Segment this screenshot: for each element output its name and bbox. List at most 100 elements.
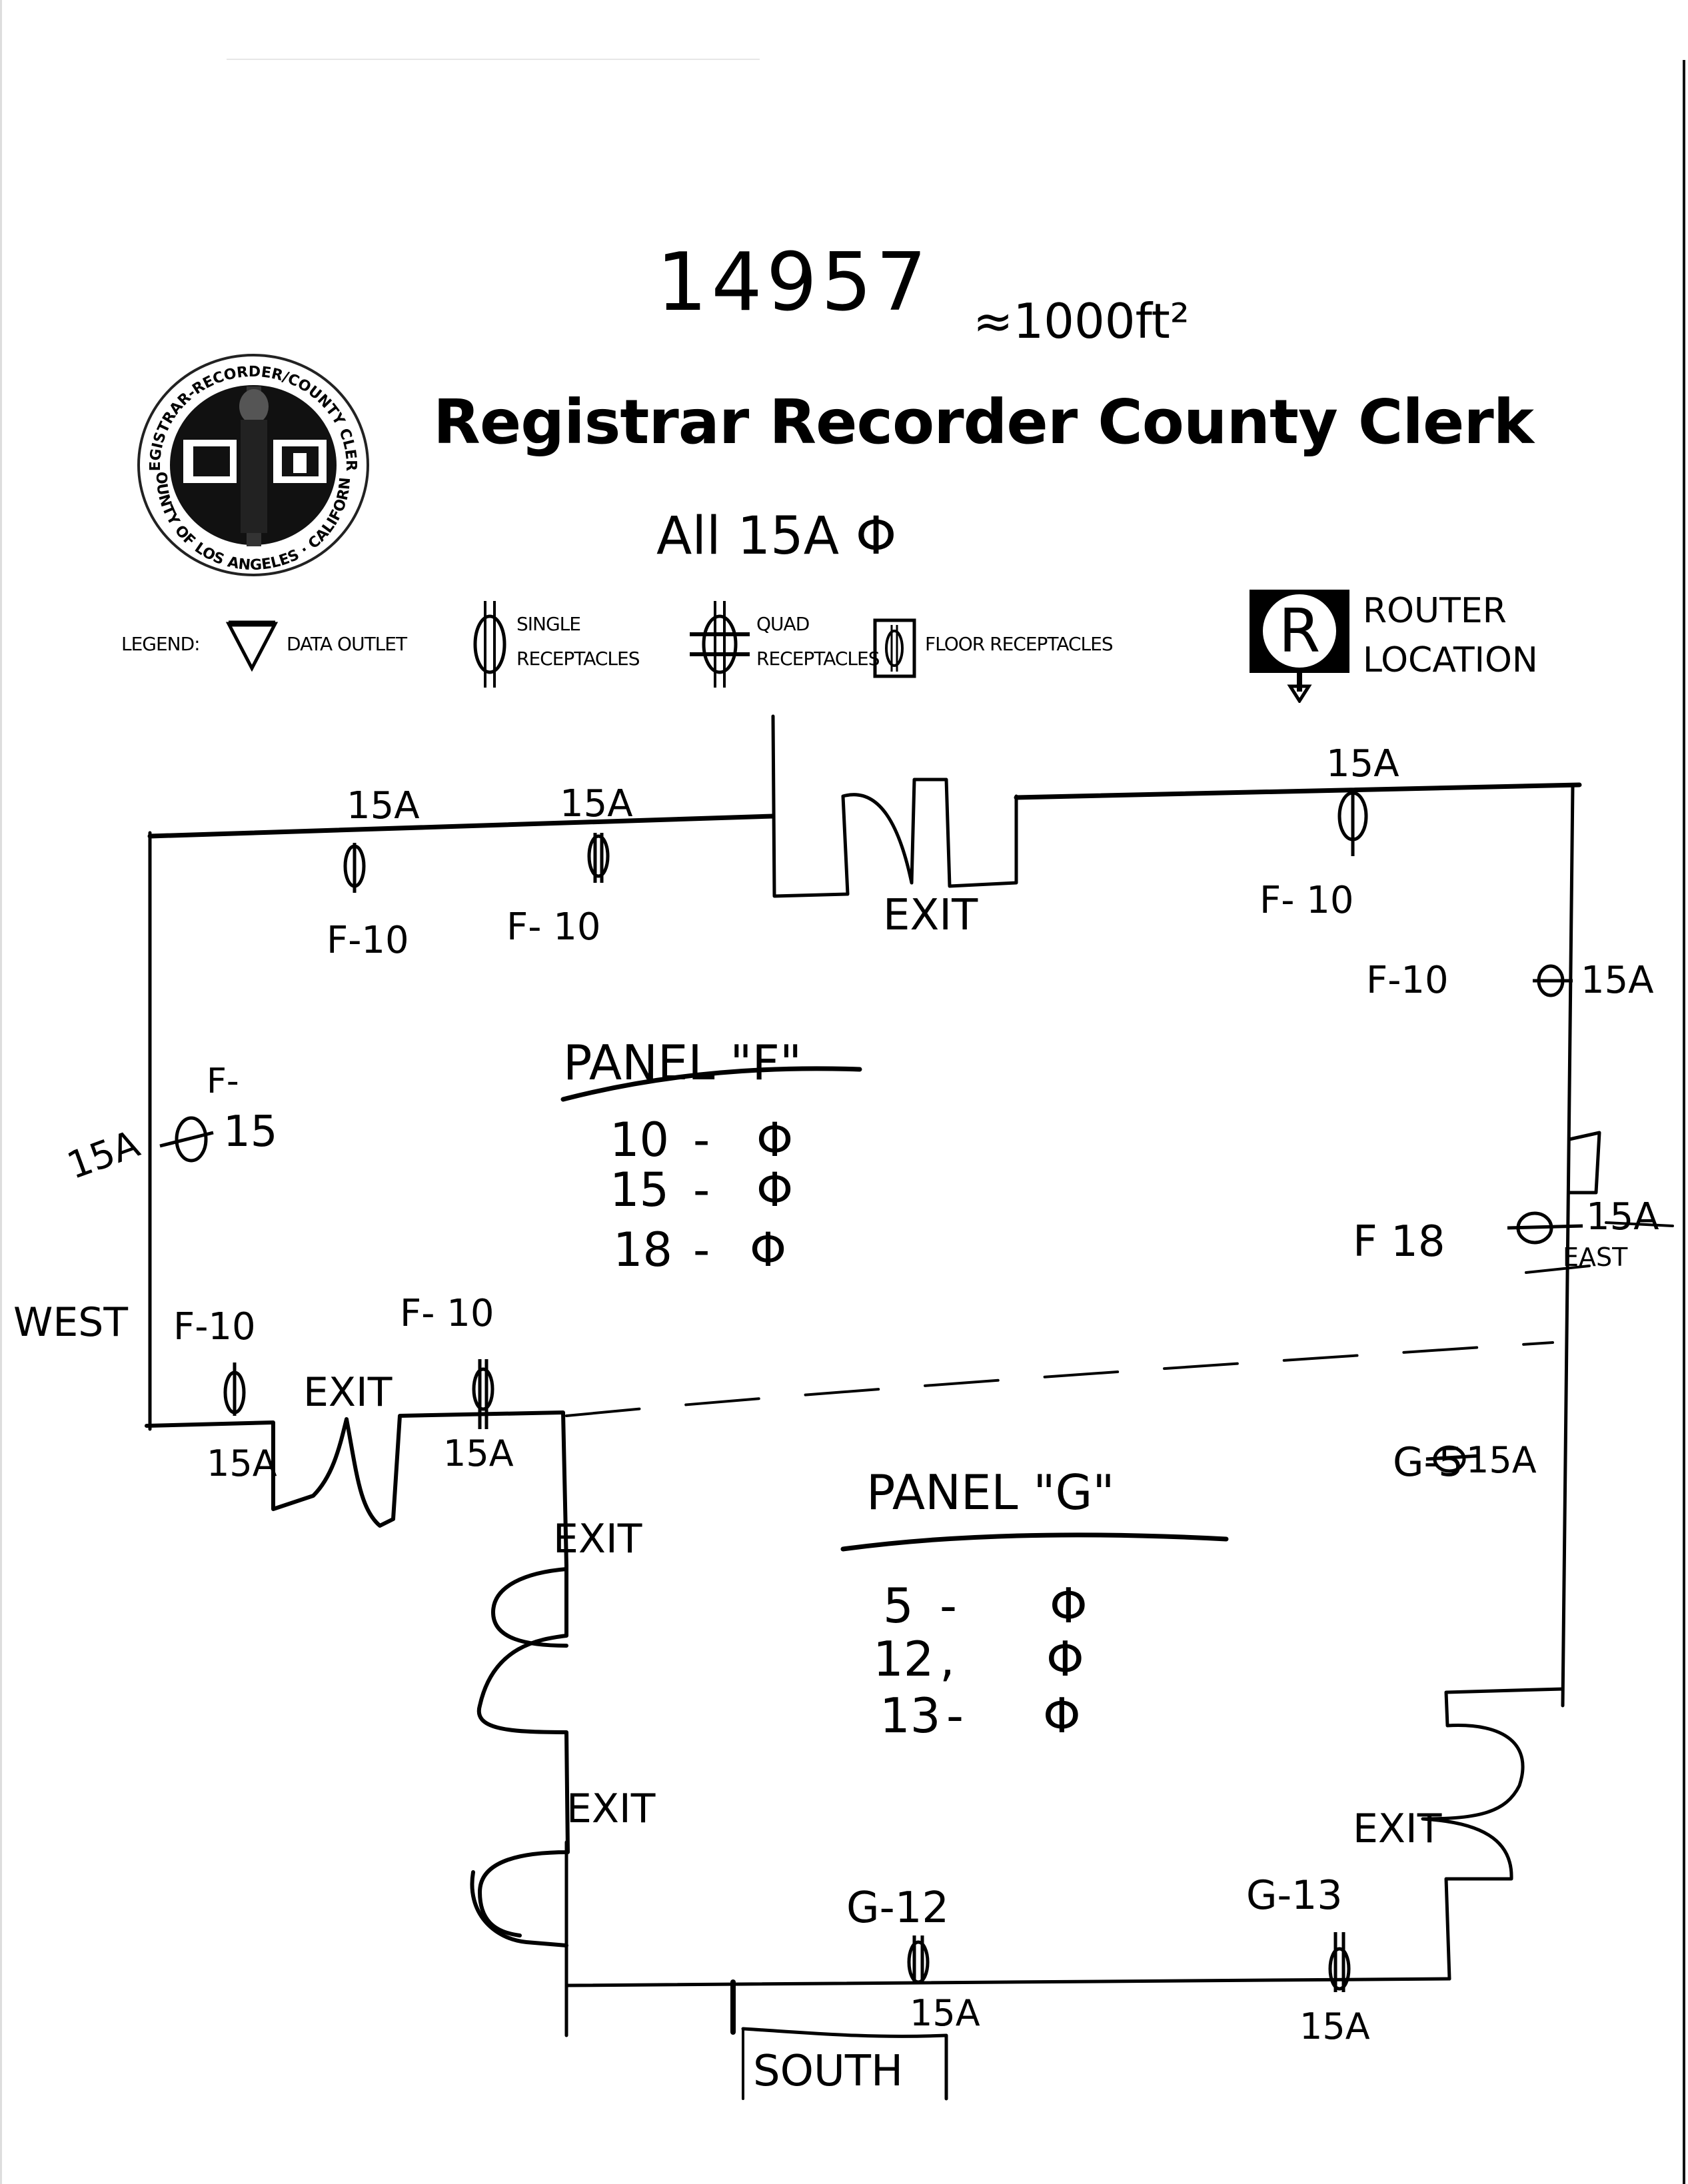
panel-g-phase-12: Φ	[1046, 1631, 1084, 1687]
amp-label-west: 15A	[62, 1123, 145, 1189]
receptacle-north-east	[1337, 790, 1368, 856]
receptacle-south-g13	[1328, 1932, 1351, 1992]
legend-quad-label-2: RECEPTACLES	[756, 648, 880, 670]
exit-west-alcove-lower	[470, 1870, 568, 1947]
exit-east-alcove	[1421, 1687, 1565, 1981]
receptacle-symbols	[159, 790, 1583, 1992]
receptacle-north-2	[587, 833, 610, 883]
circuit-label-f10-north-2: F- 10	[506, 905, 600, 949]
legend-floor-label: FLOOR RECEPTACLES	[925, 633, 1114, 655]
amp-label-east-1: 15A	[1581, 959, 1654, 1002]
exit-label-east: EXIT	[1353, 1806, 1442, 1852]
exit-label-west-upper: EXIT	[553, 1516, 642, 1562]
circuit-label-f10-south-west-2: F- 10	[400, 1292, 494, 1335]
east-amp-underline	[1605, 1221, 1674, 1227]
amp-label-east-g5: 15A	[1466, 1439, 1537, 1481]
circuit-label-f18: F 18	[1353, 1217, 1445, 1267]
circuit-label-f10-north-east: F- 10	[1260, 879, 1353, 922]
panel-f-circuit-15: 15	[610, 1163, 669, 1217]
legend-router-label-1: ROUTER	[1363, 591, 1507, 631]
circuit-label-f10-south-west-1: F-10	[173, 1305, 256, 1349]
wall-north-west	[147, 814, 776, 839]
panel-f-underline	[560, 1066, 862, 1102]
receptacle-east-g5	[1425, 1445, 1480, 1473]
panel-f-phase-15: Φ	[756, 1163, 793, 1217]
legend-single-label-1: SINGLE	[516, 613, 581, 635]
legend: LEGEND: DATA OUTLET SINGLE RECEPTACLES Q…	[113, 586, 1606, 703]
exit-label-west-lower: EXIT	[566, 1786, 656, 1832]
wall-north-east	[1014, 782, 1582, 800]
county-seal-logo: REGISTRAR-RECORDER/COUNTY CLERK COUNTY O…	[130, 346, 369, 576]
panel-g-dash: ,	[940, 1631, 955, 1687]
router-icon: R	[1250, 590, 1349, 703]
amp-label-north-1: 15A	[347, 784, 420, 827]
receptacle-south-west-2	[472, 1359, 494, 1429]
circuit-label-f10-east: F-10	[1366, 959, 1449, 1002]
panel-f-circuit-18: 18	[613, 1223, 672, 1277]
circuit-label-f15-letter: F-	[207, 1061, 239, 1101]
panel-g-dash: -	[940, 1578, 957, 1634]
direction-label-west: WEST	[13, 1299, 128, 1346]
exit-north-alcove	[771, 714, 1018, 898]
panel-boundary-line	[565, 1341, 1554, 1417]
exit-label-south-west: EXIT	[303, 1369, 393, 1416]
east-wall-marker	[1567, 1131, 1601, 1195]
handwritten-amperage-note: All 15A Φ	[656, 506, 897, 566]
amp-label-south-g12: 15A	[910, 1992, 980, 2034]
amp-label-north-east: 15A	[1326, 742, 1399, 786]
scan-edge-left	[0, 0, 2, 2184]
panel-g-circuit-5: 5	[883, 1578, 914, 1634]
legend-router-label-2: LOCATION	[1363, 640, 1538, 680]
panel-g-phase-5: Φ	[1050, 1578, 1088, 1634]
scan-artifact-line	[227, 59, 760, 60]
direction-label-east: EAST	[1563, 1243, 1628, 1272]
amp-label-south-g13: 15A	[1299, 2005, 1370, 2047]
panel-g-circuit-13: 13	[880, 1688, 941, 1744]
circuit-label-f10-north-1: F-10	[327, 919, 409, 962]
panel-g-title: PANEL "G"	[866, 1464, 1114, 1520]
panel-f-phase-10: Φ	[756, 1113, 793, 1167]
quad-receptacle-icon	[690, 601, 750, 688]
receptacle-east-f10	[1533, 964, 1573, 997]
circuit-label-g5: G-5	[1393, 1439, 1463, 1486]
amp-label-south-west-2: 15A	[443, 1432, 514, 1474]
amp-label-east-2: 15A	[1586, 1195, 1659, 1239]
panel-f-dash: -	[693, 1223, 710, 1277]
scan-edge-right	[1683, 60, 1685, 2184]
legend-data-outlet-label: DATA OUTLET	[287, 633, 407, 655]
wall-east	[1561, 784, 1575, 1708]
receptacle-south-west-1	[223, 1363, 246, 1416]
exit-south-west-alcove	[145, 1410, 568, 1568]
receptacle-south-g12	[907, 1935, 930, 1984]
amp-label-north-2: 15A	[560, 782, 633, 825]
receptacle-west-f15	[159, 1116, 214, 1163]
circuit-label-f15-number: 15	[223, 1107, 277, 1157]
panel-f-title: PANEL "F"	[563, 1035, 802, 1091]
exit-west-alcove	[476, 1564, 570, 1937]
single-receptacle-icon	[473, 601, 506, 688]
east-label-underline	[1525, 1265, 1591, 1274]
router-glyph: R	[1279, 596, 1321, 666]
legend-single-label-2: RECEPTACLES	[516, 648, 640, 670]
panel-f-dash: -	[693, 1163, 710, 1217]
panel-f-circuit-10: 10	[610, 1113, 669, 1167]
south-label-box	[741, 2027, 948, 2101]
organization-title: Registrar Recorder County Clerk	[433, 386, 1534, 458]
legend-label: LEGEND:	[121, 633, 201, 655]
panel-g-dash: -	[946, 1688, 964, 1744]
panel-g-underline	[840, 1532, 1229, 1552]
exit-label-north: EXIT	[883, 891, 978, 940]
legend-quad-label-1: QUAD	[756, 613, 810, 635]
panel-f-phase-18: Φ	[750, 1223, 786, 1277]
panel-f-dash: -	[693, 1113, 710, 1167]
floor-receptacle-icon	[873, 618, 916, 678]
panel-g-phase-13: Φ	[1043, 1688, 1081, 1744]
amp-label-south-west-1: 15A	[207, 1442, 277, 1484]
circuit-label-g13: G-13	[1246, 1872, 1343, 1919]
direction-label-south: SOUTH	[753, 2047, 903, 2096]
wall-south	[564, 1977, 1451, 1987]
receptacle-north-1	[343, 843, 366, 893]
handwritten-area-estimate: ≈1000ft²	[973, 293, 1190, 349]
